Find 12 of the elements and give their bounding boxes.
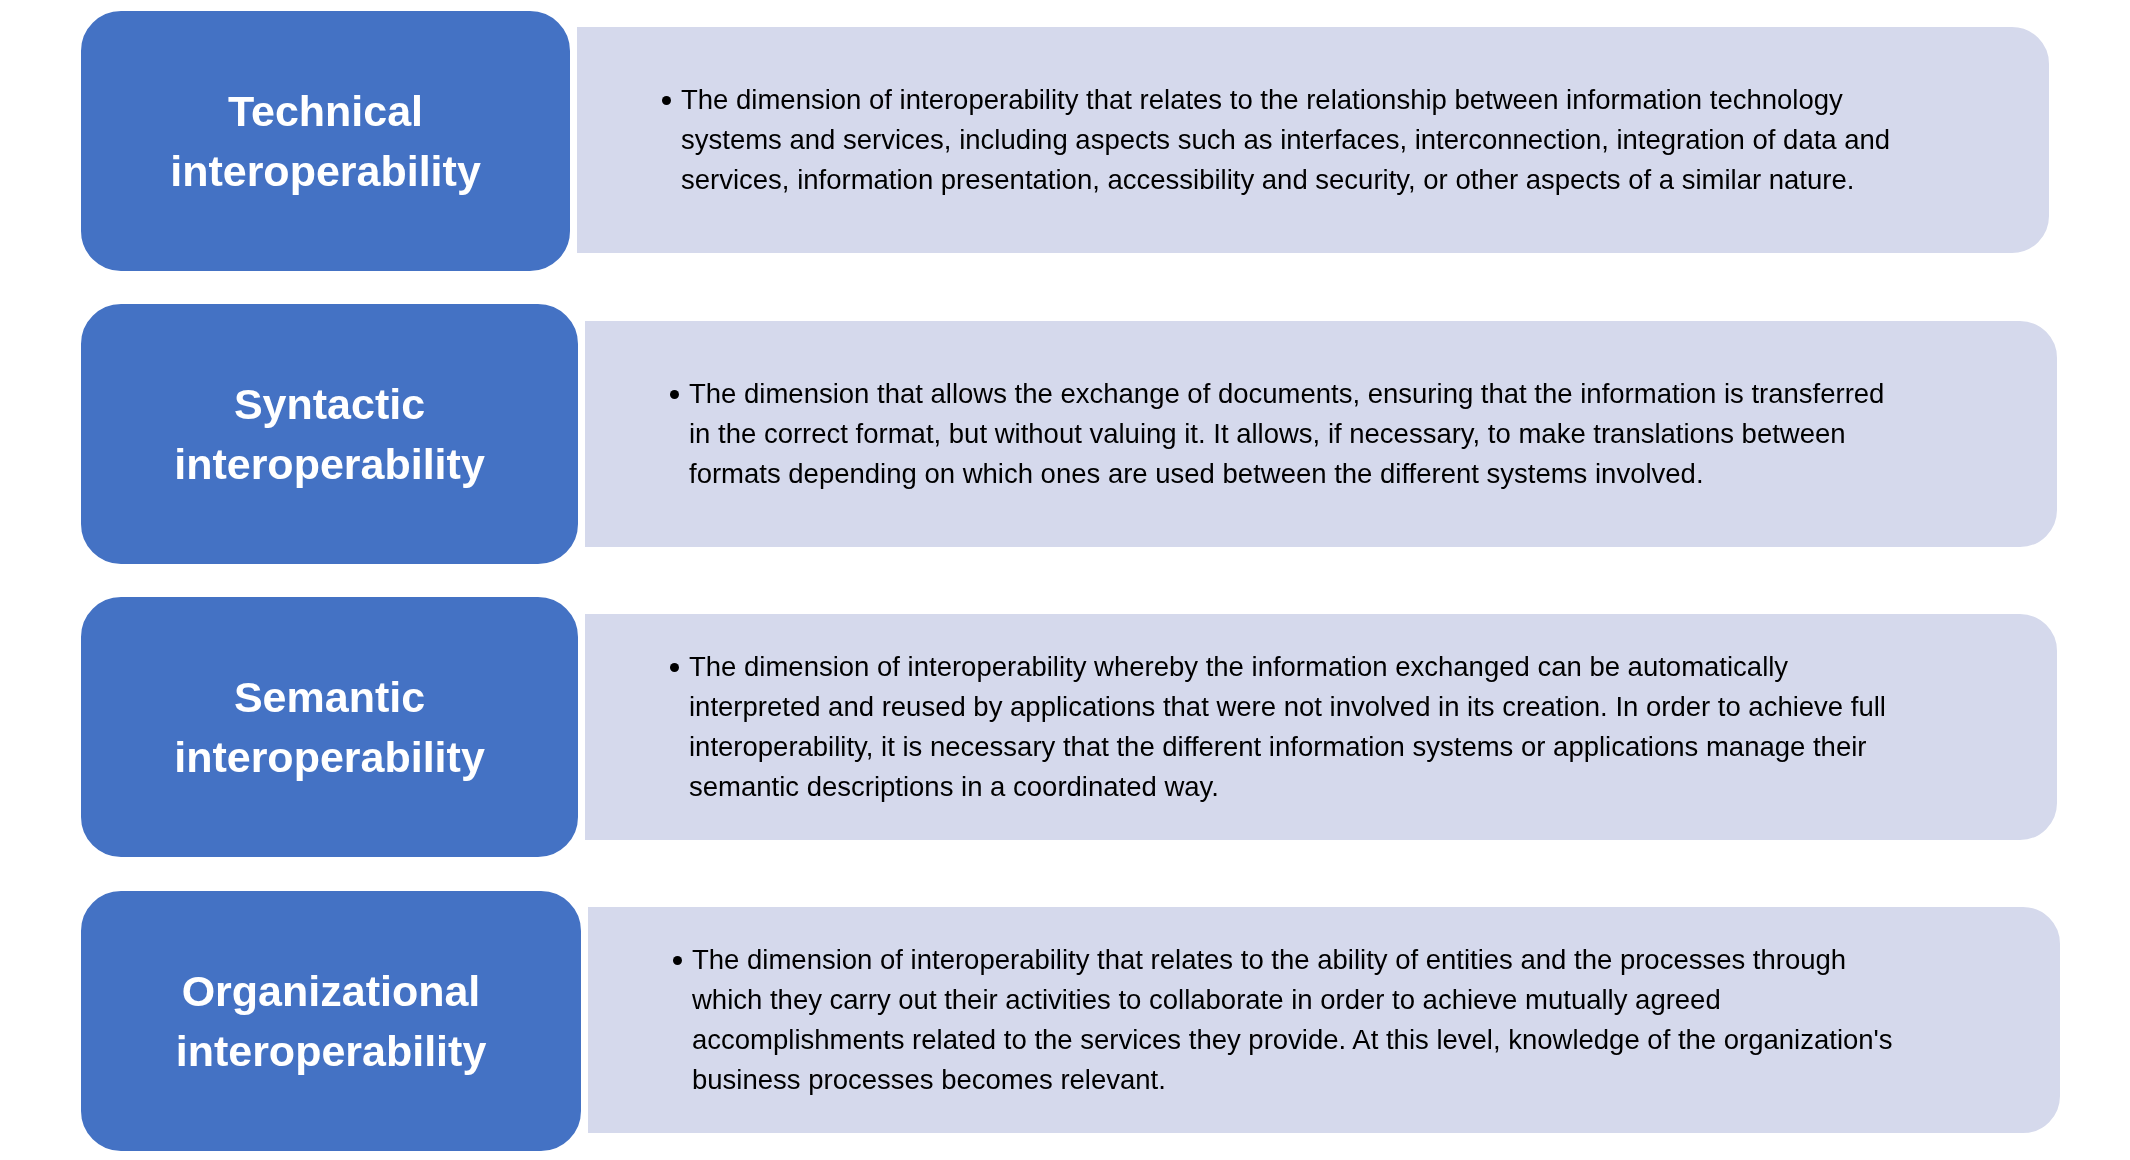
description-text: The dimension of interoperability whereby the information exchanged can be automatically interpreted and reused by applications that were not involved in its creation. In order to achieve full interoperability, it is necessary that the different information systems or applications manage their semantic descriptions in a coordinated way.: [689, 650, 1887, 804]
description-text: The dimension of interoperability that relates to the ability of entities and the processes through which they carry out their activities to collaborate in order to achieve mutually agreed accomplishments related to the services they provide. At this level, knowledge of the organization's business processes becomes relevant.: [692, 943, 1894, 1097]
heading-text: Organizational interoperability: [174, 966, 488, 1077]
heading-text: Semantic interoperability: [173, 672, 486, 783]
description-box: [574, 24, 2052, 256]
heading-text: Syntactic interoperability: [173, 379, 486, 490]
description-text: The dimension of interoperability that relates to the relationship between information technology systems and services, including aspects such as interfaces, interconnection, integration of data and services, information presentation, accessibility and security, or other aspects of a similar nature.: [681, 83, 1892, 197]
description-box: [585, 904, 2063, 1136]
description-text: The dimension that allows the exchange of documents, ensuring that the information is transferred in the correct format, but without valuing it. It allows, if necessary, to make translations between formats depending on which ones are used between the different systems involved.: [689, 377, 1886, 491]
heading-text: Technical interoperability: [169, 86, 482, 197]
description-box: [582, 611, 2060, 843]
description-box: [582, 318, 2060, 550]
